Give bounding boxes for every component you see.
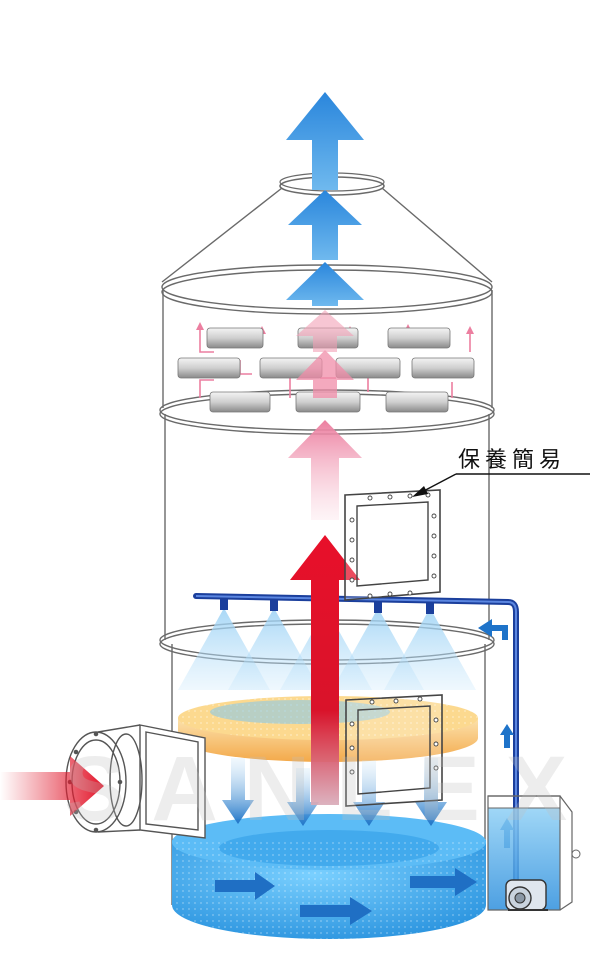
spray-nozzle-icon	[270, 599, 278, 611]
basin-flow-arrow	[300, 897, 372, 925]
spray-nozzle-icon	[374, 601, 382, 613]
maintenance-door-icon	[344, 489, 441, 601]
falling-water-arrows	[222, 758, 447, 826]
watermark: SANLEX	[64, 738, 593, 840]
hot-gas-arrow	[290, 535, 360, 805]
callout-leader	[412, 473, 590, 497]
maintenance-callout-label: 保養簡易	[458, 448, 567, 473]
basin-flow-arrow	[215, 872, 275, 900]
spray-nozzle-icon	[220, 598, 228, 610]
basin-flow-arrow	[410, 868, 477, 896]
spray-nozzle-icon	[426, 602, 434, 614]
water-pump-icon	[505, 879, 548, 911]
clean-air-arrow	[288, 310, 362, 520]
water-basin	[172, 814, 486, 939]
inlet-arrow	[0, 756, 104, 816]
maintenance-door-icon	[345, 694, 443, 807]
exhaust-arrow	[286, 92, 364, 306]
